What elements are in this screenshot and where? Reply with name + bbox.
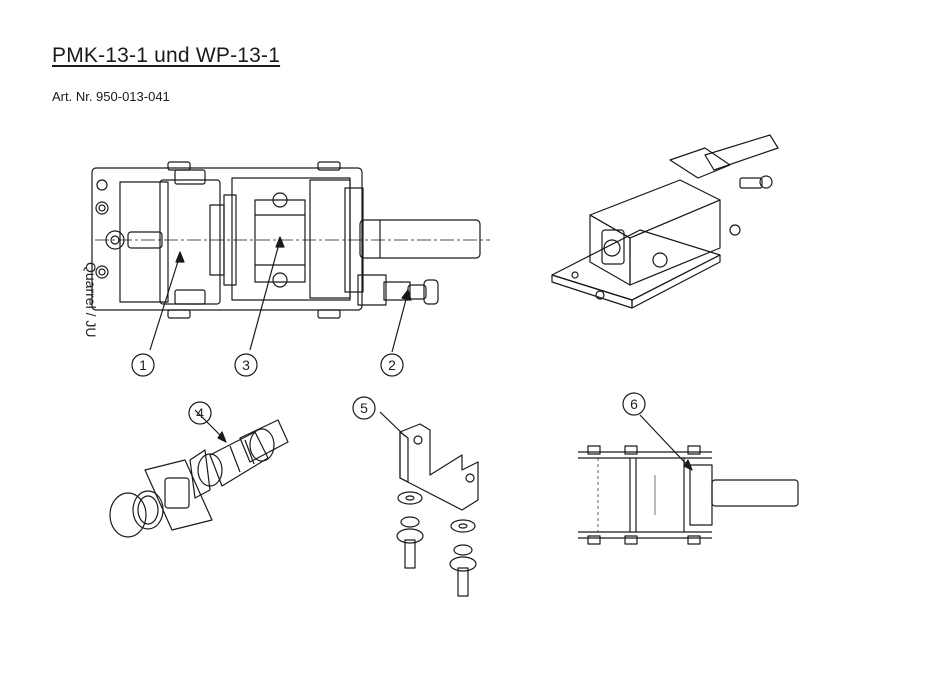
isometric-assembly-view bbox=[551, 134, 779, 309]
exploded-part-5-view bbox=[379, 411, 479, 597]
callout-label-3: 3 bbox=[242, 357, 250, 373]
exploded-part-4-view bbox=[109, 409, 289, 538]
callout-label-2: 2 bbox=[388, 357, 396, 373]
callout-labels: 1 2 3 4 5 6 bbox=[139, 357, 638, 421]
article-number: Art. Nr. 950-013-041 bbox=[52, 89, 170, 104]
page-title: PMK-13-1 und WP-13-1 bbox=[52, 44, 281, 67]
callout-label-5: 5 bbox=[360, 400, 368, 416]
callout-label-6: 6 bbox=[630, 396, 638, 412]
callout-circles bbox=[131, 353, 646, 425]
side-text: Quarrel / JU bbox=[83, 262, 99, 337]
main-assembly-top-view bbox=[91, 161, 490, 353]
part-6-view bbox=[578, 414, 799, 545]
callout-label-1: 1 bbox=[139, 357, 147, 373]
callout-label-4: 4 bbox=[196, 405, 204, 421]
